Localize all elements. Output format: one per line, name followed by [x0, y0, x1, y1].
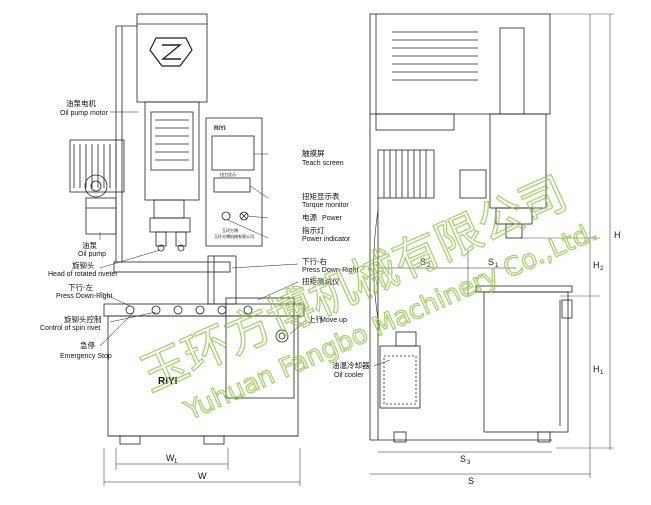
label-power-indicator-cn: 指示灯: [302, 225, 325, 235]
dimension-labels: W 1 W S 2 S 1 S 3 S H H 2 H 1: [166, 230, 621, 486]
leader-lines: [99, 111, 391, 367]
label-emergency-cn: 急停: [80, 340, 95, 350]
label-press-down-right-en: Press Down-Right: [56, 293, 112, 300]
dim-s2: S: [420, 257, 426, 267]
label-riveter-head-en: Head of rotated riveter: [48, 271, 118, 278]
panel-model-line: 玉环方博: [222, 227, 238, 233]
label-teach-screen-en: Teach screen: [302, 160, 344, 167]
label-teach-screen-cn: 触摸屏: [302, 148, 325, 158]
middle-labels: 触摸屏 Teach screen 扭矩显示表 Torque monitor 电源…: [302, 148, 370, 379]
side-view: [369, 13, 614, 478]
label-emergency-en: Emergency Stop: [60, 353, 112, 360]
label-power-en: Power: [322, 215, 343, 222]
panel-brand: RIYI: [214, 126, 226, 132]
dim-w1-sub: 1: [174, 459, 178, 465]
dim-s1-sub: 1: [495, 263, 499, 269]
label-power-cn: 电源: [302, 212, 317, 222]
dim-s3-sub: 3: [467, 460, 471, 466]
label-press-down-right-cn: 下行-左: [68, 282, 93, 292]
label-move-up-cn: 上行: [308, 314, 323, 324]
label-torque-tester-cn: 扭矩测试仪: [302, 276, 340, 286]
label-power-indicator-en: Power indicator: [302, 236, 351, 243]
dim-s3: S: [460, 454, 466, 464]
watermark: 玉环方博机械有限公司 Yuhuan Fangbo Machinery Co.,L…: [132, 165, 603, 427]
label-oil-pump-en: Oil pump: [78, 251, 106, 258]
dim-s: S: [468, 476, 474, 486]
dim-w: W: [198, 471, 207, 481]
dim-h2: H: [593, 260, 600, 270]
dim-h2-sub: 2: [600, 266, 604, 272]
control-panel-text: RIYI 扭力显示 玉环方博 玉环方博机械有限公司: [214, 126, 254, 239]
label-oil-cooler-en: Oil cooler: [334, 372, 364, 379]
panel-company-line: 玉环方博机械有限公司: [214, 233, 254, 239]
panel-small-line: 扭力显示: [220, 171, 236, 177]
machine-badge: RIYI: [158, 376, 178, 387]
label-oil-cooler-cn: 油温冷却器: [332, 360, 370, 370]
dim-h1-sub: 1: [600, 370, 604, 376]
dim-s2-sub: 2: [427, 263, 431, 269]
label-oil-pump-motor-cn: 油泵电机: [66, 98, 96, 108]
left-labels: 油泵电机 Oil pump motor 油泵 Oil pump 旋铆头 Head…: [40, 98, 118, 360]
label-oil-pump-motor-en: Oil pump motor: [60, 110, 109, 117]
label-torque-monitor-cn: 扭矩显示表: [302, 191, 340, 201]
dim-w1: W: [166, 453, 175, 463]
dim-h: H: [614, 230, 621, 240]
label-riveter-head-cn: 旋铆头: [72, 260, 95, 270]
dim-s1: S: [488, 257, 494, 267]
label-spin-rivet-en: Control of spin rivet: [40, 325, 100, 332]
label-press-down-right2-cn: 下行-右: [302, 256, 327, 266]
front-view: [69, 13, 305, 486]
label-oil-pump-cn: 油泵: [82, 240, 97, 250]
label-torque-monitor-en: Torque monitor: [302, 202, 349, 209]
dim-h1: H: [593, 364, 600, 374]
label-move-up-en: Move up: [320, 317, 347, 324]
label-press-down-right2-en: Press Down-Right: [302, 267, 358, 274]
label-spin-rivet-cn: 旋铆头控制: [64, 314, 102, 324]
